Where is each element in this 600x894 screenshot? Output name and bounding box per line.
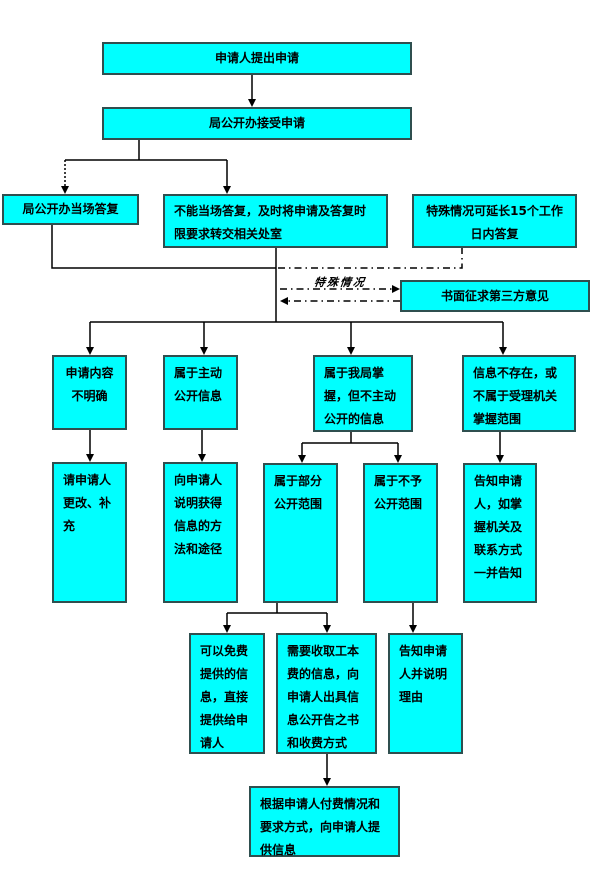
node-info-not-exist: 信息不存在，或 不属于受理机关 掌握范围 [462, 355, 576, 432]
node-free-provide: 可以免费 提供的信 息，直接 提供给申 请人 [189, 633, 265, 754]
node-ask-applicant-amend: 请申请人 更改、补 充 [52, 462, 127, 603]
node-submit-application: 申请人提出申请 [102, 42, 412, 75]
node-cannot-reply-onsite: 不能当场答复，及时将申请及答复时 限要求转交相关处室 [163, 194, 388, 248]
node-explain-how-to-obtain: 向申请人 说明获得 信息的方 法和途径 [163, 462, 238, 603]
node-provide-info-per-payment: 根据申请人付费情况和 要求方式，向申请人提 供信息 [249, 786, 400, 857]
node-held-but-not-proactive: 属于我局掌 握，但不主动 公开的信息 [313, 355, 413, 432]
node-inform-with-reason: 告知申请 人并说明 理由 [388, 633, 463, 754]
edge-label-special-case: 特殊情况 [313, 276, 367, 289]
node-partial-disclosure: 属于部分 公开范围 [263, 463, 338, 603]
node-fee-required: 需要收取工本 费的信息，向 申请人出具信 息公开告之书 和收费方式 [276, 633, 377, 754]
node-inform-with-contact: 告知申请 人，如掌 握机关及 联系方式 一并告知 [463, 463, 537, 603]
node-seek-third-party-opinion: 书面征求第三方意见 [400, 280, 590, 312]
node-application-unclear: 申请内容 不明确 [52, 355, 127, 430]
node-no-disclosure: 属于不予 公开范围 [363, 463, 438, 603]
node-office-receives-application: 局公开办接受申请 [102, 107, 412, 140]
node-onsite-reply: 局公开办当场答复 [2, 194, 139, 225]
node-proactive-disclosure: 属于主动 公开信息 [163, 355, 238, 430]
node-extension-15-days: 特殊情况可延长15个工作 日内答复 [412, 194, 577, 248]
